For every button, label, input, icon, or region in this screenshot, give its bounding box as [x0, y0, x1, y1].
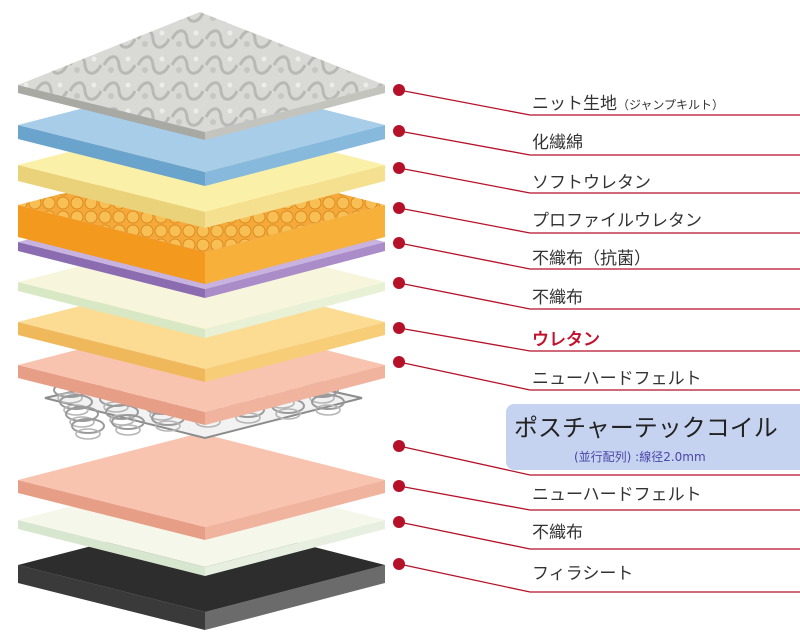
- coil-spring-inner: [275, 408, 301, 420]
- leader-line: [398, 167, 800, 194]
- red-dot-marker-icon: [393, 125, 405, 137]
- layer-label-synthetic-cotton: 化繊綿: [532, 133, 583, 153]
- layer-label-profile-urethane: プロファイルウレタン: [532, 211, 702, 231]
- leader-line: [398, 207, 800, 234]
- layer-label-knit-text: ニット生地: [532, 94, 617, 114]
- layer-knit-fabric: [18, 12, 385, 140]
- coil-spring-inner: [75, 428, 101, 440]
- leader-line: [398, 130, 800, 156]
- layer-label-nonwoven-antibacterial: 不織布（抗菌）: [532, 249, 651, 269]
- red-dot-marker-icon: [393, 84, 405, 96]
- leader-line: [398, 242, 800, 270]
- red-dot-marker-icon: [393, 322, 405, 334]
- layer-label-soft-urethane: ソフトウレタン: [532, 173, 651, 193]
- coil-spring-inner: [57, 392, 83, 404]
- coil-spring-inner: [315, 404, 341, 416]
- leader-line: [398, 327, 800, 352]
- coil-spring-inner: [63, 404, 89, 416]
- leader-line: [398, 521, 800, 550]
- leader-line: [398, 563, 800, 593]
- leader-line: [398, 282, 800, 310]
- red-dot-marker-icon: [393, 237, 405, 249]
- layer-felt-bottom: [18, 433, 385, 540]
- layer-label-nonwoven-mid: 不織布: [532, 288, 583, 308]
- layer-label-felt-bottom: ニューハードフェルト: [532, 485, 702, 505]
- layer-label-felt-top: ニューハードフェルト: [532, 369, 702, 389]
- coil-title: ポスチャーテックコイル: [514, 414, 778, 442]
- leader-line: [398, 445, 800, 476]
- layer-label-filler-sheet: フィラシート: [532, 564, 634, 584]
- coil-spring: [311, 394, 345, 410]
- coil-spring: [65, 406, 99, 422]
- coil-spring: [71, 418, 105, 434]
- red-dot-marker-icon: [393, 202, 405, 214]
- leader-line: [398, 361, 800, 391]
- coil-callout-box: ポスチャーテックコイル (並行配列) :線径2.0mm: [506, 404, 800, 470]
- red-dot-marker-icon: [393, 277, 405, 289]
- layer-label-knit: ニット生地（ジャンプキルト）: [532, 94, 724, 115]
- coil-spring-inner: [115, 424, 141, 436]
- layer-label-urethane: ウレタン: [532, 330, 600, 350]
- coil-spring-inner: [69, 416, 95, 428]
- leader-line: [398, 485, 800, 511]
- red-dot-marker-icon: [393, 440, 405, 452]
- coil-spring: [105, 404, 139, 420]
- red-dot-marker-icon: [393, 162, 405, 174]
- coil-spring-inner: [155, 420, 181, 432]
- coil-spring: [59, 394, 93, 410]
- coil-spec: (並行配列) :線径2.0mm: [574, 450, 706, 464]
- layer-label-nonwoven-bottom: 不織布: [532, 523, 583, 543]
- leader-lines: [393, 84, 800, 593]
- leader-line: [398, 89, 800, 116]
- red-dot-marker-icon: [393, 480, 405, 492]
- red-dot-marker-icon: [393, 356, 405, 368]
- red-dot-marker-icon: [393, 558, 405, 570]
- coil-spring: [111, 414, 145, 430]
- layer-label-knit-sub: （ジャンプキルト）: [617, 98, 725, 112]
- red-dot-marker-icon: [393, 516, 405, 528]
